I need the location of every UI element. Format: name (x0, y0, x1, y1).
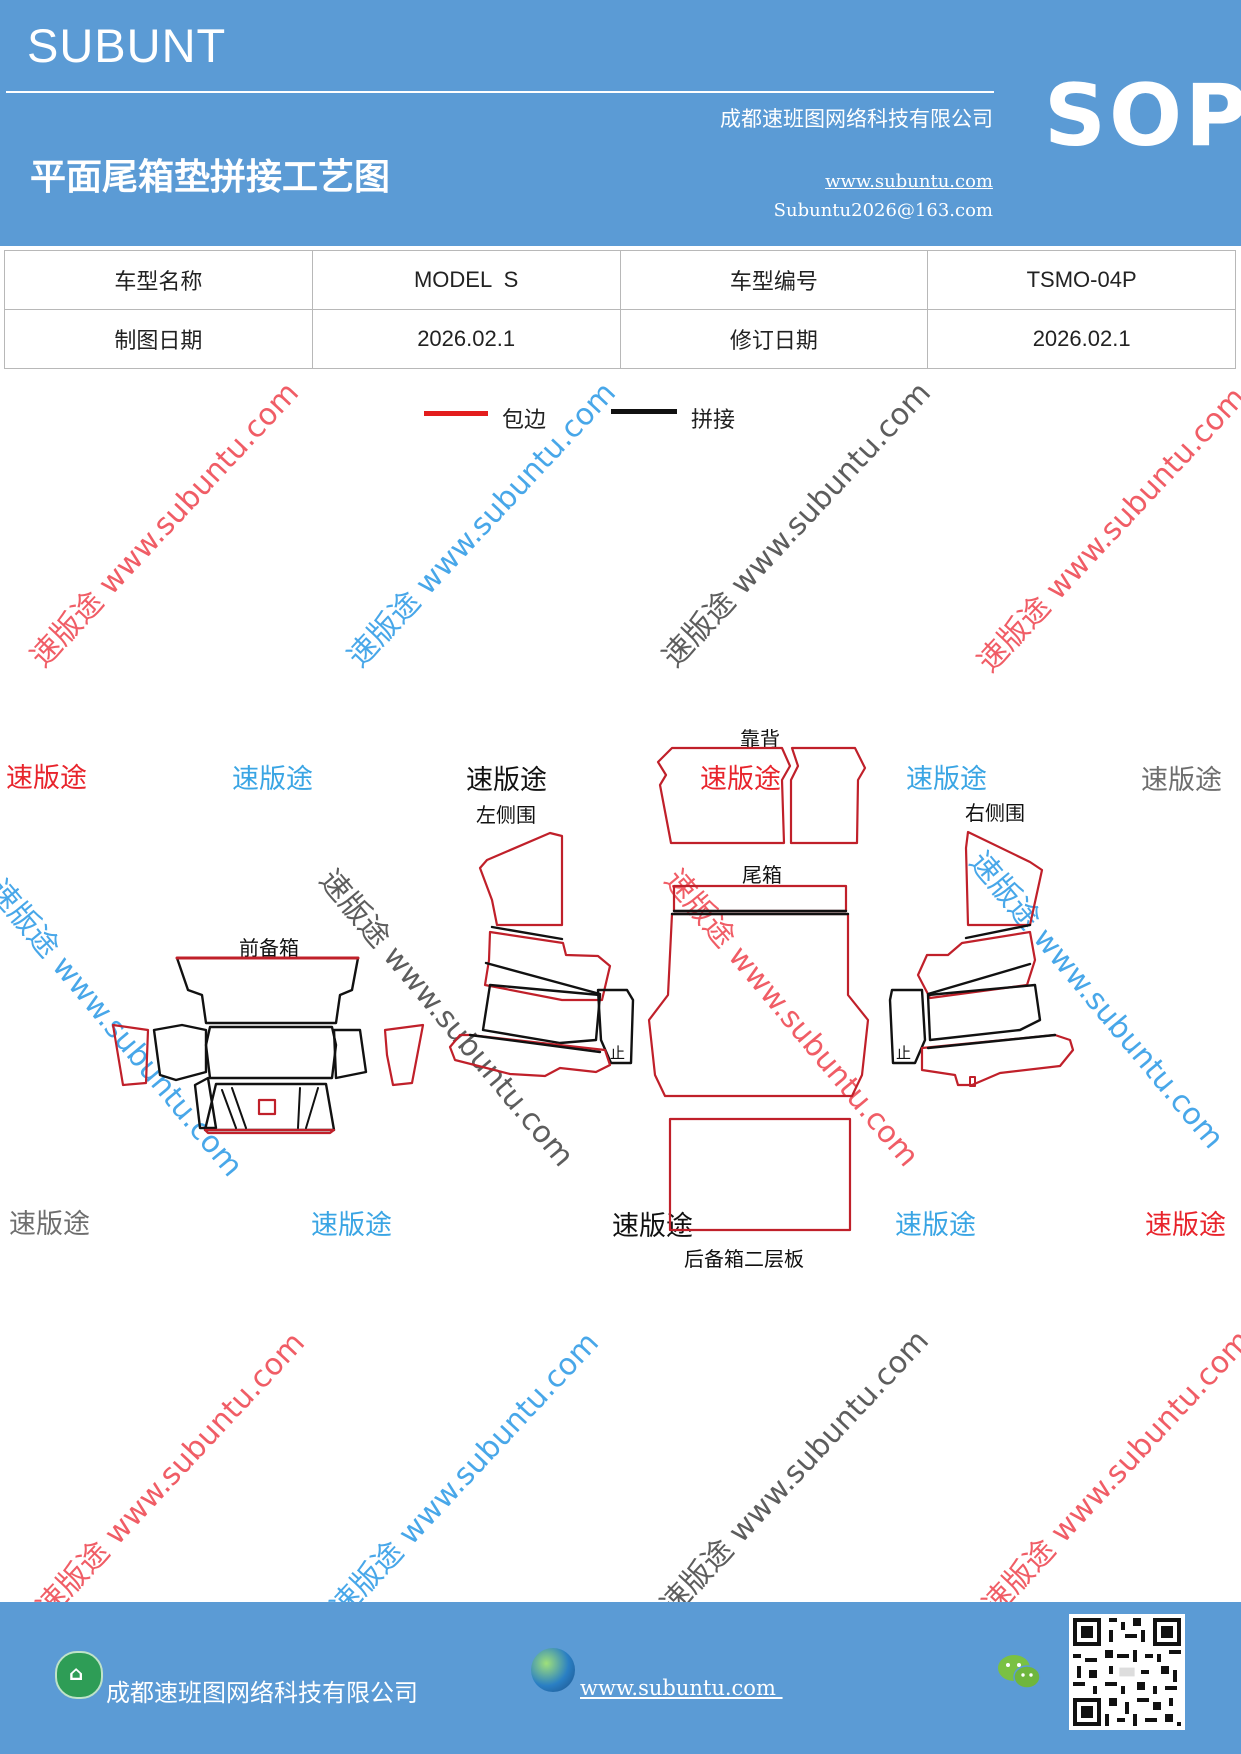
header-divider (6, 91, 994, 93)
legend-splice-swatch (611, 409, 677, 414)
right-side-upper (964, 830, 1044, 927)
model-name-value: MODEL S (311, 250, 621, 310)
left-side-pocket (596, 988, 635, 1065)
header-website-link[interactable]: www.subuntu.com (825, 171, 993, 192)
left-side-bottom (448, 1033, 612, 1078)
revise-date-label: 修订日期 (619, 309, 929, 369)
table-row: 制图日期 2026.02.1 修订日期 2026.02.1 (4, 309, 1236, 369)
second-board-panel (668, 1117, 852, 1232)
left-side-upper (478, 831, 564, 927)
left-side-middle (483, 930, 612, 1002)
front-trunk-right-panel (332, 1028, 368, 1080)
left-side-lower (481, 983, 602, 1045)
backrest-right-panel (789, 746, 867, 845)
part-label-left-side: 左侧围 (476, 803, 536, 827)
part-mark: 止 (896, 1044, 912, 1062)
header-email: Subuntu2026@163.com (773, 200, 993, 221)
watermark-label: 速版途 (311, 1210, 392, 1241)
legend-splice-label: 拼接 (691, 408, 736, 433)
watermark-label: 速版途 (466, 765, 547, 796)
watermark-label: 速版途 (895, 1210, 976, 1241)
footer-company: 成都速班图网络科技有限公司 (106, 1679, 418, 1707)
watermark-label: 速版途 (700, 764, 781, 795)
footer-website-link[interactable]: www.subuntu.com (580, 1676, 783, 1700)
model-code-value: TSMO-04P (927, 250, 1236, 310)
front-trunk-middle (204, 1025, 338, 1080)
backrest-left-panel (656, 746, 792, 845)
front-trunk-square (257, 1098, 277, 1116)
revise-date-value: 2026.02.1 (927, 309, 1236, 369)
watermark-label: 速版途 (9, 1209, 90, 1240)
qr-code[interactable] (1069, 1614, 1185, 1730)
wechat-icon (998, 1655, 1041, 1689)
watermark-label: 速版途 (1141, 765, 1222, 796)
model-name-label: 车型名称 (4, 250, 313, 310)
draw-date-label: 制图日期 (4, 309, 313, 369)
right-side-mark (969, 1076, 976, 1087)
part-mark: 止 (610, 1044, 626, 1062)
watermark-label: 速版途 (232, 764, 313, 795)
legend-edge-swatch (424, 411, 488, 416)
right-side-lower (926, 983, 1042, 1042)
building-icon: ⌂ (55, 1651, 103, 1699)
watermark-label: 速版途 (612, 1211, 693, 1242)
right-side-middle (916, 930, 1037, 1000)
header-banner (0, 0, 1241, 246)
trunk-top-strip (672, 884, 848, 913)
model-code-label: 车型编号 (619, 250, 929, 310)
front-trunk-bottom (203, 1082, 336, 1132)
draw-date-value: 2026.02.1 (311, 309, 621, 369)
part-label-front-trunk: 前备箱 (239, 936, 299, 960)
part-label-trunk: 尾箱 (742, 863, 782, 887)
legend-edge-label: 包边 (502, 408, 547, 433)
right-side-pocket (888, 988, 927, 1065)
watermark-label: 速版途 (1145, 1210, 1226, 1241)
watermark-label: 速版途 (906, 764, 987, 795)
front-trunk-left-small (193, 1076, 218, 1130)
right-side-bottom (920, 1033, 1075, 1087)
front-trunk-left-flap (111, 1023, 150, 1087)
watermark-label: 速版途 (6, 763, 87, 794)
trunk-main-panel (647, 912, 870, 1098)
part-label-right-side: 右侧围 (965, 801, 1025, 825)
header-company: 成都速班图网络科技有限公司 (720, 107, 993, 131)
part-label-second-board: 后备箱二层板 (684, 1247, 804, 1271)
document-title: 平面尾箱垫拼接工艺图 (30, 157, 391, 198)
front-trunk-left-panel (152, 1023, 208, 1082)
front-trunk-top (175, 956, 360, 1025)
legend: 包边 拼接 (424, 400, 764, 440)
front-trunk-right-flap (383, 1023, 425, 1087)
globe-icon (531, 1648, 575, 1692)
sop-badge: SOP (1044, 66, 1241, 166)
info-table: 车型名称 MODEL S 车型编号 TSMO-04P 制图日期 2026.02.… (4, 250, 1236, 369)
table-row: 车型名称 MODEL S 车型编号 TSMO-04P (4, 250, 1236, 310)
brand-name: SUBUNT (27, 19, 227, 72)
